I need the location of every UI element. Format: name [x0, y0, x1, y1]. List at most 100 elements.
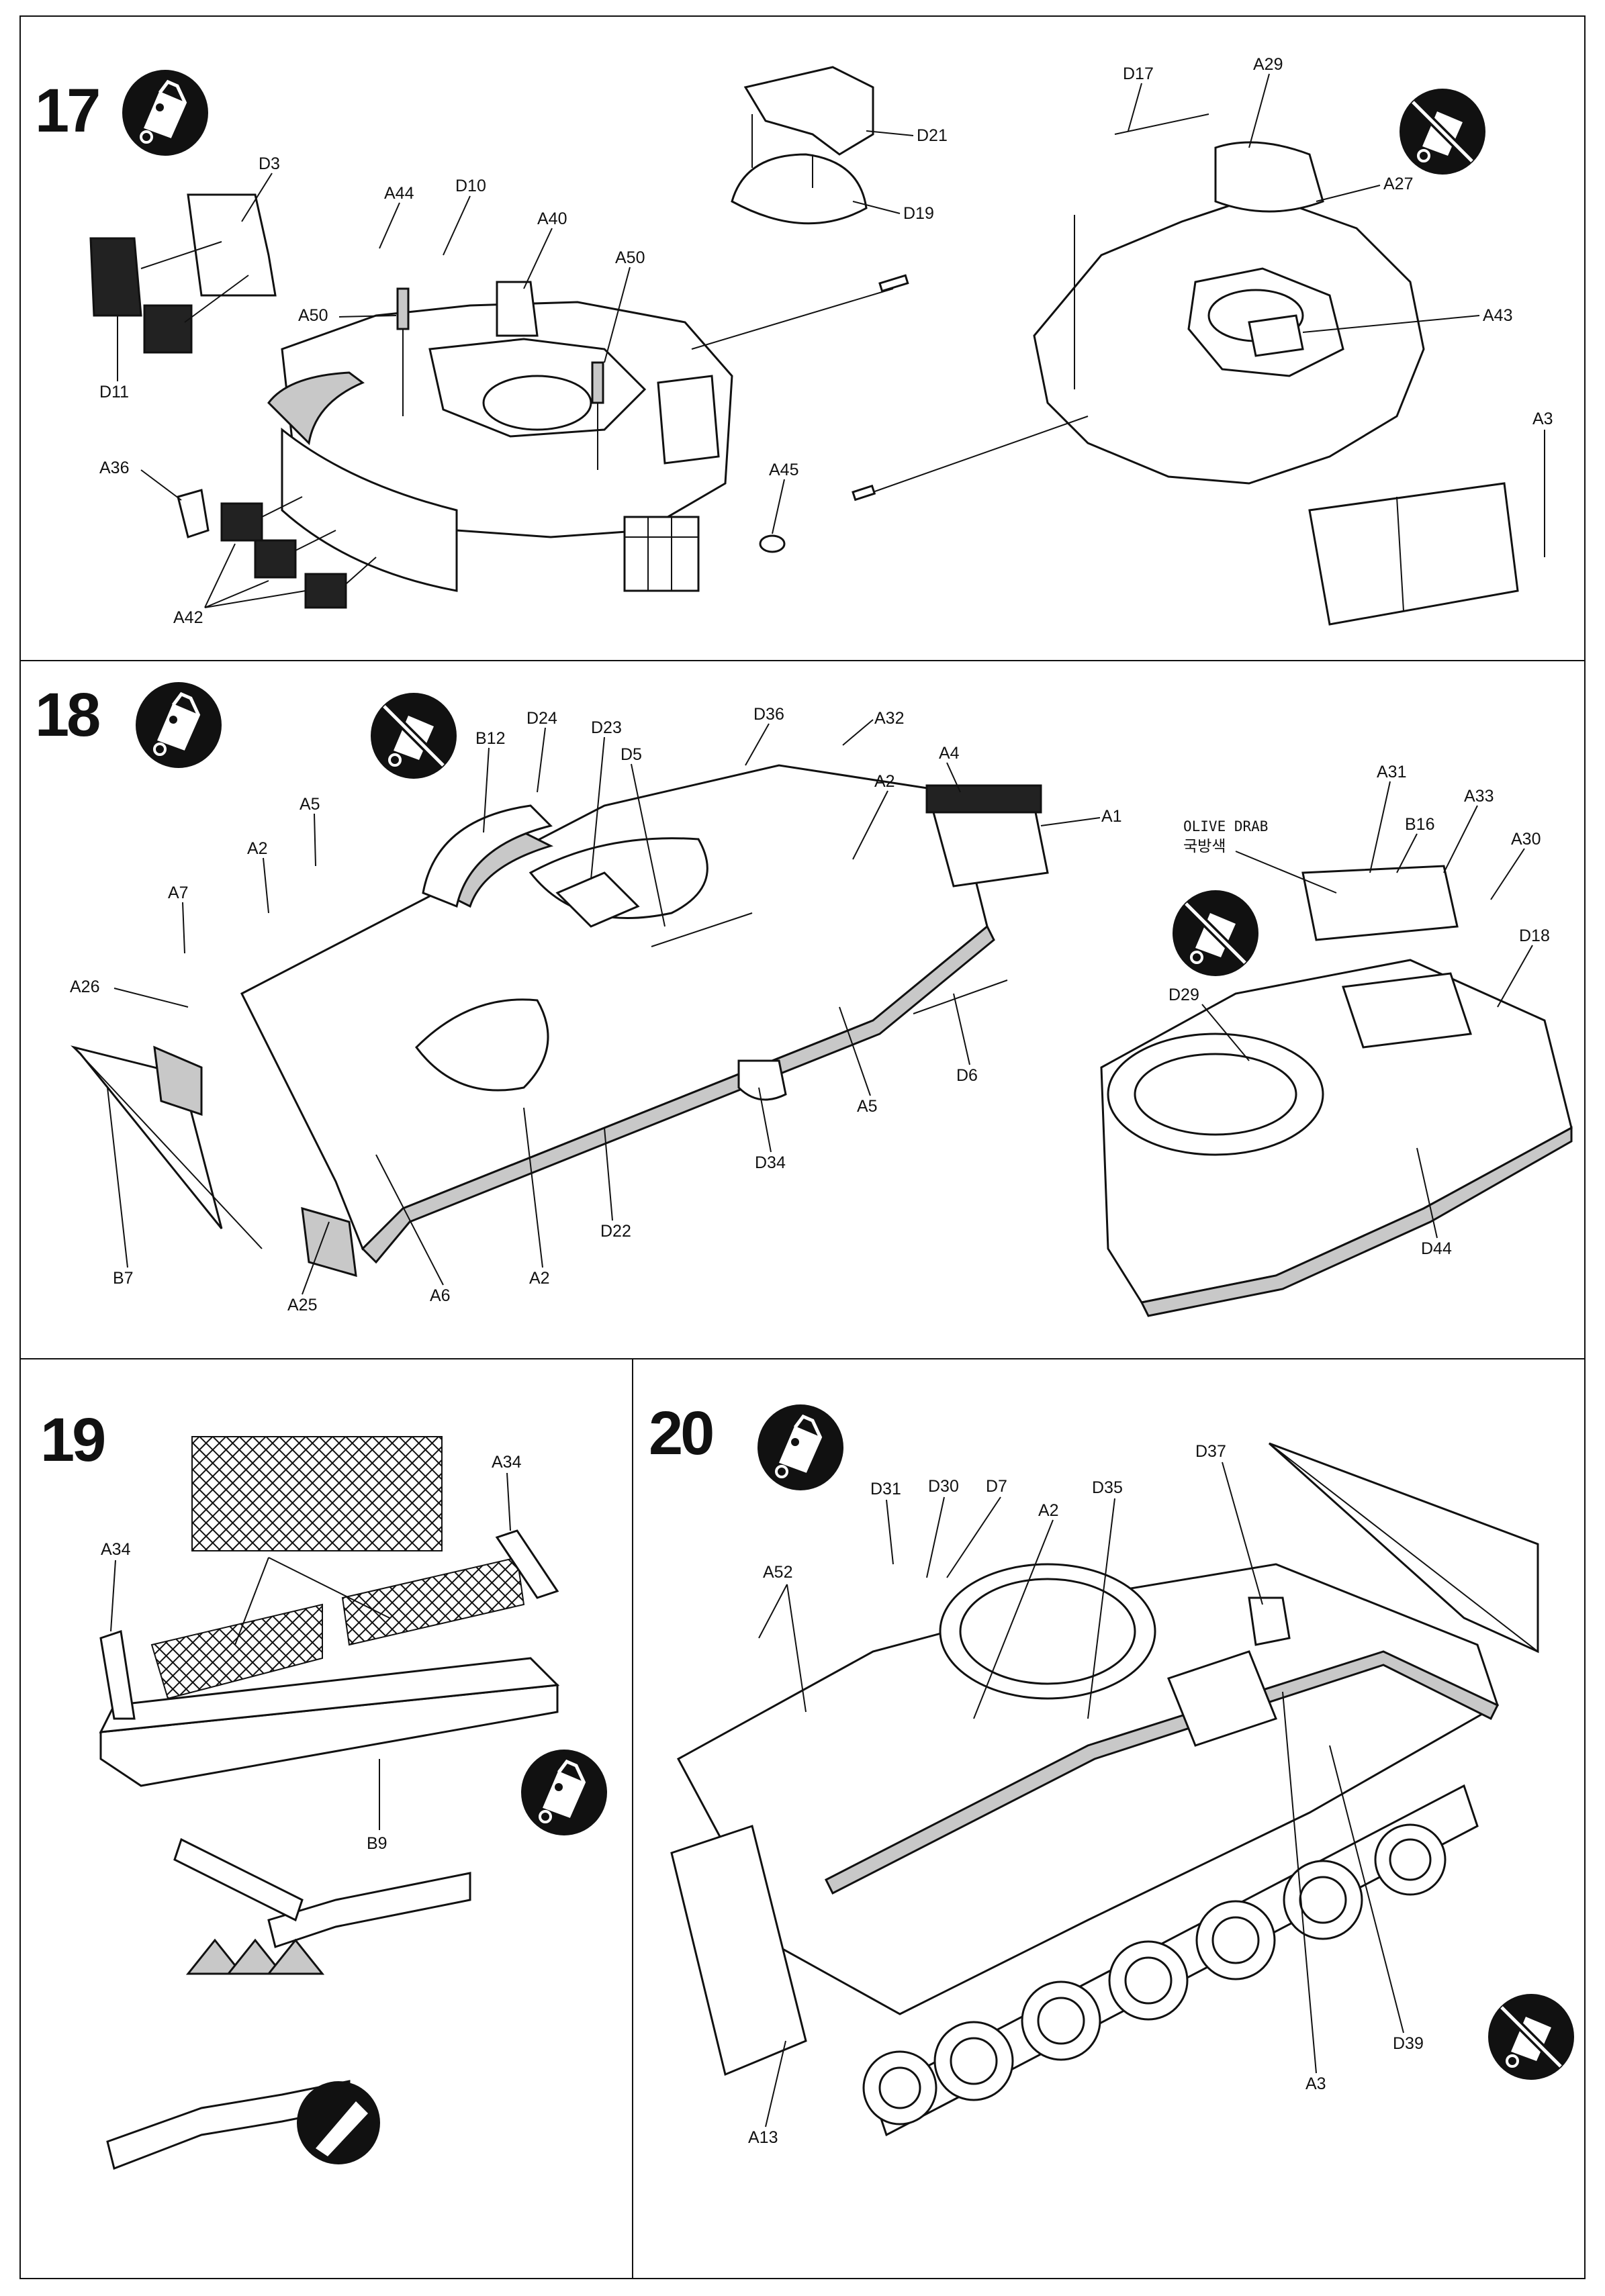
callout-label: D17 [1123, 64, 1154, 83]
callout-label: A2 [247, 839, 268, 858]
mesh-screen [191, 1436, 443, 1551]
leader-lines-18 [107, 719, 1533, 1295]
callout-label: A2 [874, 772, 895, 791]
callout-label: A2 [1038, 1501, 1059, 1520]
paint-note-korean: 국방색 [1183, 838, 1226, 855]
step-20-number: 20 [649, 1399, 713, 1468]
callout-label: D39 [1393, 2034, 1424, 2053]
callout-label: D36 [753, 705, 784, 724]
hull-assembly [71, 764, 1049, 1278]
part-a34-right [495, 1529, 559, 1599]
callout-label: B9 [367, 1834, 387, 1853]
callout-label: A7 [168, 883, 189, 902]
callout-label: A43 [1483, 306, 1512, 325]
callout-label: D34 [755, 1153, 786, 1172]
step-17-panel: 17 [35, 55, 1553, 627]
callout-label: A2 [529, 1269, 550, 1288]
callout-label: A32 [874, 709, 904, 728]
callout-label: B16 [1405, 815, 1434, 834]
callout-label: A13 [748, 2128, 778, 2147]
callout-label: D21 [917, 126, 948, 145]
callout-label: D11 [99, 383, 129, 401]
callout-label: D37 [1195, 1442, 1226, 1461]
callout-label: A3 [1532, 410, 1553, 428]
callout-label: D23 [591, 718, 622, 737]
callout-label: A26 [70, 977, 99, 996]
callout-label: A34 [492, 1453, 522, 1472]
glue-tube-icon [521, 1750, 607, 1835]
part-d3 [187, 193, 277, 297]
part-d19 [731, 153, 868, 225]
callout-label: D10 [455, 177, 486, 195]
part-a45 [759, 534, 786, 553]
callout-label: B12 [475, 729, 505, 748]
part-d37 [1248, 1596, 1291, 1646]
callout-label: D3 [259, 154, 280, 173]
step-19-panel: 19 A34 A34 B9 [40, 1406, 607, 2170]
callout-label: A50 [298, 306, 328, 325]
callout-label: A4 [939, 744, 960, 763]
part-a42-3 [304, 573, 347, 609]
callout-label: A36 [99, 459, 129, 477]
step-17-number: 17 [35, 77, 99, 145]
hobby-knife-blade [173, 1837, 304, 1922]
callout-label: A52 [763, 1563, 792, 1582]
callout-label: A1 [1101, 807, 1122, 826]
callout-label: A5 [857, 1097, 878, 1116]
glue-tube-icon [136, 682, 222, 768]
hull-detail-right [1100, 959, 1573, 1317]
part-a36 [177, 489, 210, 538]
turret-assembly-right [852, 113, 1425, 501]
part-d23 [555, 871, 640, 928]
callout-label: D29 [1168, 986, 1199, 1004]
callout-label: D24 [526, 709, 557, 728]
part-b16 [1301, 865, 1459, 941]
callout-label: A42 [173, 608, 203, 627]
callout-label: D19 [903, 204, 934, 223]
part-a42-1 [220, 502, 263, 542]
mesh-screen-left [150, 1603, 323, 1700]
turret-assembly-left [267, 274, 909, 592]
callout-label: D31 [870, 1480, 901, 1498]
callout-label: D35 [1092, 1478, 1123, 1497]
callout-label: D5 [621, 745, 642, 764]
callout-label: D7 [986, 1477, 1007, 1496]
part-a34-left [99, 1630, 136, 1720]
callout-label: A6 [430, 1286, 451, 1305]
leader-lines-17 [117, 73, 1545, 608]
callout-label: A31 [1377, 763, 1406, 781]
glue-tube-icon [122, 70, 208, 156]
vehicle-assembly [670, 1442, 1539, 2137]
no-glue-icon [1400, 89, 1485, 175]
no-glue-icon [1173, 890, 1258, 976]
callout-label: A5 [300, 795, 320, 814]
callout-label: D6 [956, 1066, 978, 1085]
track-links [106, 1872, 471, 2170]
panel-borders [19, 15, 1586, 2279]
road-wheels [862, 1823, 1447, 2125]
callout-label: A34 [101, 1540, 131, 1559]
part-a42-2 [254, 539, 297, 579]
part-b12 [422, 804, 553, 908]
callout-label: D18 [1519, 926, 1550, 945]
step-18-number: 18 [35, 681, 99, 749]
part-d21 [743, 66, 874, 156]
callout-label: D22 [600, 1222, 631, 1241]
callout-label: A45 [769, 461, 798, 479]
callout-label: A30 [1511, 830, 1541, 849]
leader-lines-20 [758, 1462, 1404, 2127]
callout-label: A25 [287, 1296, 317, 1314]
step-19-number: 19 [40, 1406, 104, 1474]
callout-label: A44 [384, 184, 414, 203]
part-d11b [143, 304, 193, 354]
callout-label: D44 [1421, 1239, 1452, 1258]
step-20-panel: 20 D31 D30 D7 A2 D35 D37 [649, 1399, 1574, 2147]
callout-label: A33 [1464, 787, 1494, 806]
callout-label: A50 [615, 248, 645, 267]
part-d11 [89, 237, 142, 317]
part-a3-box [1308, 482, 1519, 626]
step-18-panel: 18 [35, 681, 1573, 1317]
no-glue-icon [1488, 1994, 1574, 2080]
callout-label: A3 [1305, 2074, 1326, 2093]
